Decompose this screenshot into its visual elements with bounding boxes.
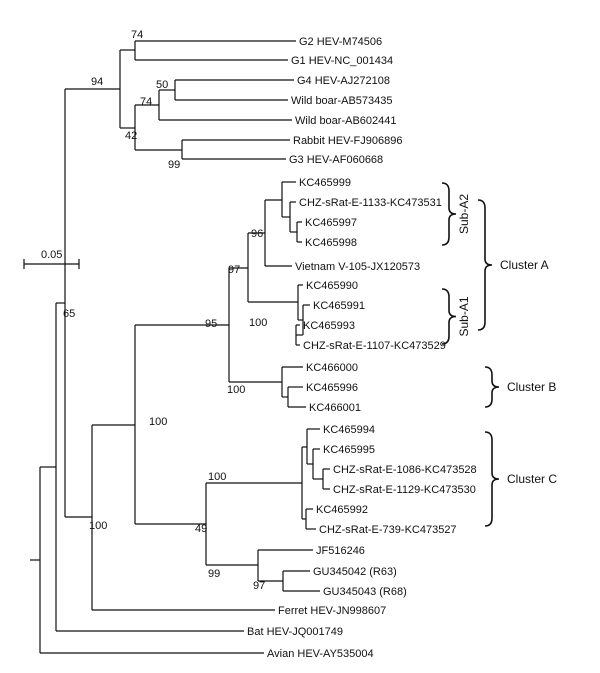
leaf-label: Ferret HEV-JN998607 <box>278 605 386 617</box>
leaf-label: KC466000 <box>306 362 358 374</box>
leaf-label: G2 HEV-M74506 <box>299 36 382 48</box>
leaf-label: Rabbit HEV-FJ906896 <box>293 135 402 147</box>
cluster-label: Sub-A2 <box>457 194 471 234</box>
leaf-label: Vietnam V-105-JX120573 <box>295 261 420 273</box>
cluster-label: Cluster C <box>507 472 557 486</box>
leaf-label: CHZ-sRat-E-739-KC473527 <box>319 524 457 536</box>
tree-branches <box>30 40 330 654</box>
cluster-label: Cluster A <box>500 258 549 272</box>
bootstrap-value: 97 <box>228 264 240 276</box>
leaf-label: KC465997 <box>305 217 357 229</box>
bootstrap-value: 97 <box>253 580 265 592</box>
leaf-labels: G2 HEV-M74506 G1 HEV-NC_001434 G4 HEV-AJ27… <box>247 36 477 660</box>
bootstrap-value: 49 <box>195 523 207 535</box>
leaf-label: KC465994 <box>323 424 375 436</box>
cluster-brace <box>484 366 500 408</box>
leaf-label: CHZ-sRat-E-1107-KC473529 <box>303 340 446 352</box>
leaf-label: Wild boar-AB573435 <box>291 95 393 107</box>
cluster-label: Sub-A1 <box>457 296 471 336</box>
leaf-label: G3 HEV-AF060668 <box>289 154 383 166</box>
cluster-brace <box>484 431 500 527</box>
leaf-label: KC465995 <box>323 444 375 456</box>
leaf-label: Avian HEV-AY535004 <box>267 648 374 660</box>
leaf-label: G4 HEV-AJ272108 <box>297 75 390 87</box>
bootstrap-value: 74 <box>131 29 143 41</box>
bootstrap-value: 100 <box>89 520 107 532</box>
bootstrap-value: 94 <box>91 76 103 88</box>
leaf-label: G1 HEV-NC_001434 <box>291 55 393 67</box>
scale-bar: 0.05 <box>23 249 80 269</box>
cluster-brace <box>441 288 457 345</box>
leaf-label: Bat HEV-JQ001749 <box>247 626 343 638</box>
leaf-label: CHZ-sRat-E-1129-KC473530 <box>333 484 476 496</box>
leaf-label: KC465993 <box>303 320 355 332</box>
bootstrap-value: 100 <box>208 471 226 483</box>
leaf-label: CHZ-sRat-E-1086-KC473528 <box>333 464 477 476</box>
leaf-label: CHZ-sRat-E-1133-KC473531 <box>299 197 442 209</box>
bootstrap-value: 95 <box>205 318 217 330</box>
cluster-brace <box>477 199 493 331</box>
leaf-label: KC465996 <box>306 382 358 394</box>
leaf-label: GU345042 (R63) <box>313 566 397 578</box>
cluster-brace <box>441 182 457 246</box>
leaf-label: KC466001 <box>309 402 361 414</box>
leaf-label: GU345043 (R68) <box>323 586 407 598</box>
leaf-label: KC465992 <box>316 504 368 516</box>
leaf-label: KC465990 <box>306 280 358 292</box>
bootstrap-value: 96 <box>251 228 263 240</box>
bootstrap-value: 100 <box>149 416 167 428</box>
cluster-label: Cluster B <box>507 380 556 394</box>
bootstrap-value: 100 <box>227 384 245 396</box>
bootstrap-value: 99 <box>168 159 180 171</box>
leaf-label: Wild boar-AB602441 <box>295 115 397 127</box>
bootstrap-value: 100 <box>249 317 267 329</box>
bootstrap-labels: 74 94 50 74 42 99 96 97 100 95 100 65 100 100 49 99 97 10… <box>63 29 267 592</box>
bootstrap-value: 50 <box>156 79 168 91</box>
bootstrap-value: 42 <box>125 130 137 142</box>
leaf-label: KC465999 <box>299 177 351 189</box>
leaf-label: KC465991 <box>313 300 365 312</box>
bootstrap-value: 65 <box>63 308 75 320</box>
bootstrap-value: 74 <box>140 96 152 108</box>
bootstrap-value: 99 <box>208 568 220 580</box>
scale-bar-label: 0.05 <box>41 249 62 261</box>
leaf-label: JF516246 <box>316 545 365 557</box>
leaf-label: KC465998 <box>305 237 357 249</box>
